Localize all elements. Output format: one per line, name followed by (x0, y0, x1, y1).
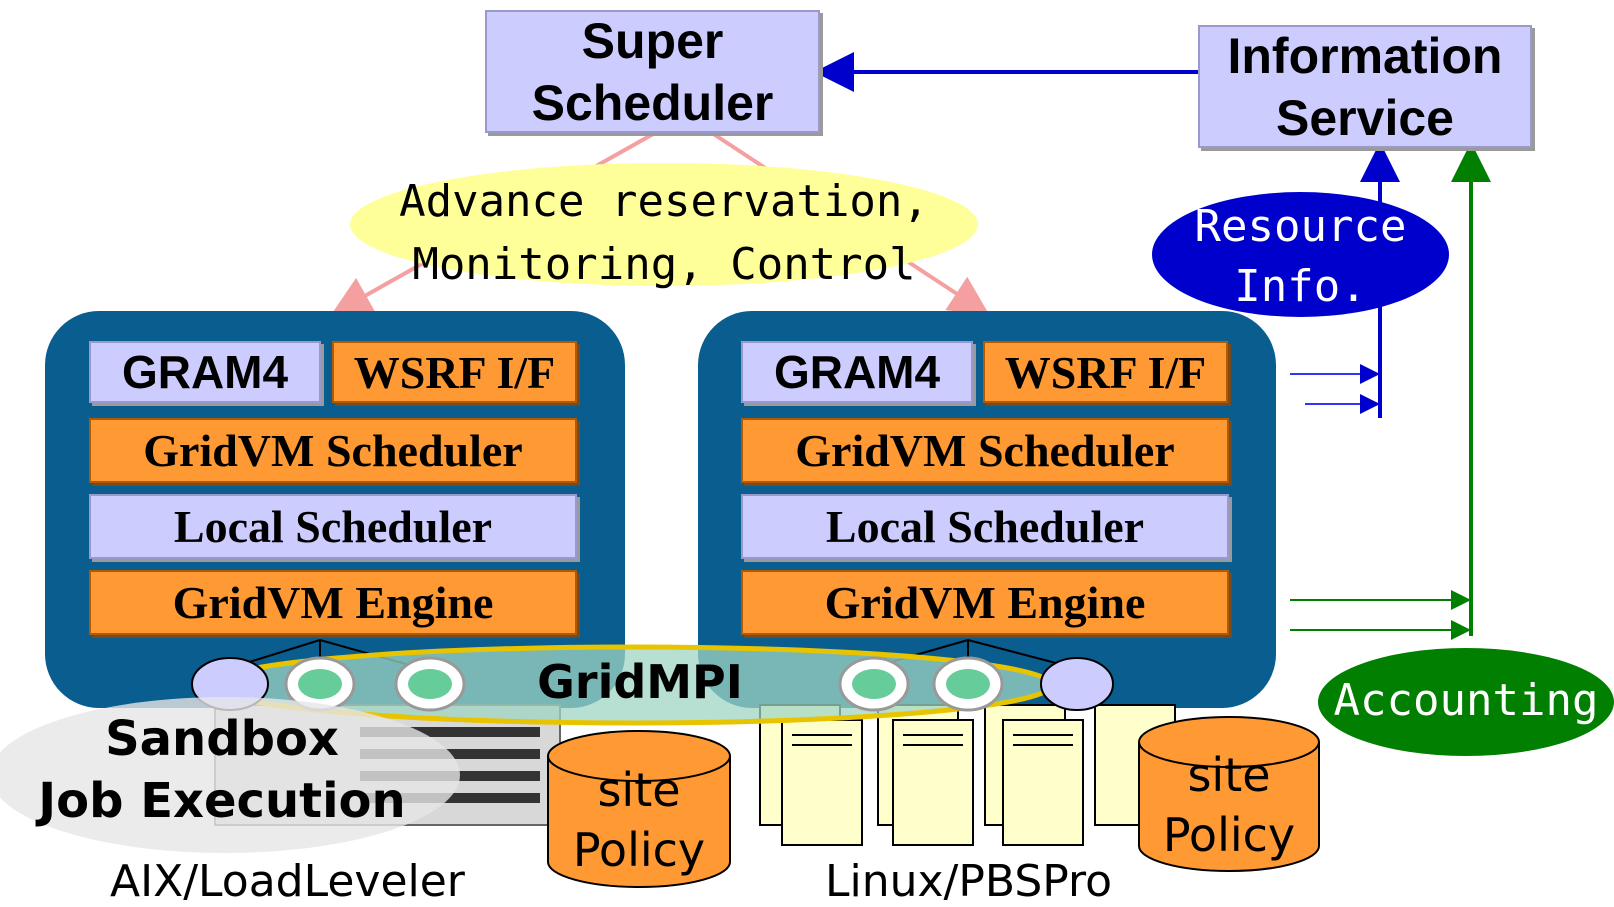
platform-label-aix: AIX/LoadLeveler (110, 856, 465, 907)
site-policy-cylinder-left (547, 730, 731, 888)
gridvm-scheduler-label-right: GridVM Scheduler (795, 425, 1175, 476)
gram4-box-right: GRAM4 (741, 341, 973, 403)
local-scheduler-box-left: Local Scheduler (89, 494, 577, 559)
super-scheduler-box: Super Scheduler (485, 10, 820, 133)
gridmpi-label: GridMPI (537, 655, 743, 709)
gram4-label-left: GRAM4 (121, 346, 289, 398)
advance-reservation-label: Advance reservation, Monitoring, Control (399, 176, 929, 290)
gridvm-engine-box-right: GridVM Engine (741, 570, 1229, 635)
gram4-label-right: GRAM4 (773, 346, 941, 398)
gram4-box-left: GRAM4 (89, 341, 321, 403)
wsrf-label-right: WSRF I/F (1004, 346, 1207, 398)
gridvm-engine-label-right: GridVM Engine (824, 577, 1146, 628)
wsrf-box-right: WSRF I/F (983, 341, 1228, 403)
gridvm-scheduler-box-right: GridVM Scheduler (741, 418, 1229, 483)
accounting-label: Accounting (1333, 675, 1599, 726)
site-policy-label-right: site Policy (1162, 748, 1296, 862)
wsrf-label-left: WSRF I/F (353, 346, 556, 398)
platform-label-linux: Linux/PBSPro (825, 856, 1113, 907)
gridvm-engine-box-left: GridVM Engine (89, 570, 577, 635)
accounting-ellipse (1318, 648, 1614, 756)
super-scheduler-label: Super Scheduler (531, 12, 774, 131)
local-scheduler-box-right: Local Scheduler (741, 494, 1229, 559)
resource-info-ellipse (1152, 192, 1449, 317)
information-service-label: Information Service (1227, 27, 1503, 146)
sandbox-blob (0, 697, 460, 853)
site-policy-label-left: site Policy (572, 763, 706, 877)
information-service-box: Information Service (1198, 25, 1532, 148)
site-policy-cylinder-right (1138, 716, 1320, 872)
advance-reservation-ellipse (350, 163, 978, 286)
gridvm-scheduler-label-left: GridVM Scheduler (143, 425, 523, 476)
local-scheduler-label-left: Local Scheduler (173, 501, 493, 552)
resource-info-label: Resource Info. (1194, 201, 1407, 312)
gridvm-scheduler-box-left: GridVM Scheduler (89, 418, 577, 483)
local-scheduler-label-right: Local Scheduler (825, 501, 1145, 552)
gridvm-engine-label-left: GridVM Engine (172, 577, 494, 628)
sandbox-label: Sandbox Job Execution (38, 711, 406, 829)
linux-server-cluster (759, 704, 1176, 846)
wsrf-box-left: WSRF I/F (332, 341, 577, 403)
